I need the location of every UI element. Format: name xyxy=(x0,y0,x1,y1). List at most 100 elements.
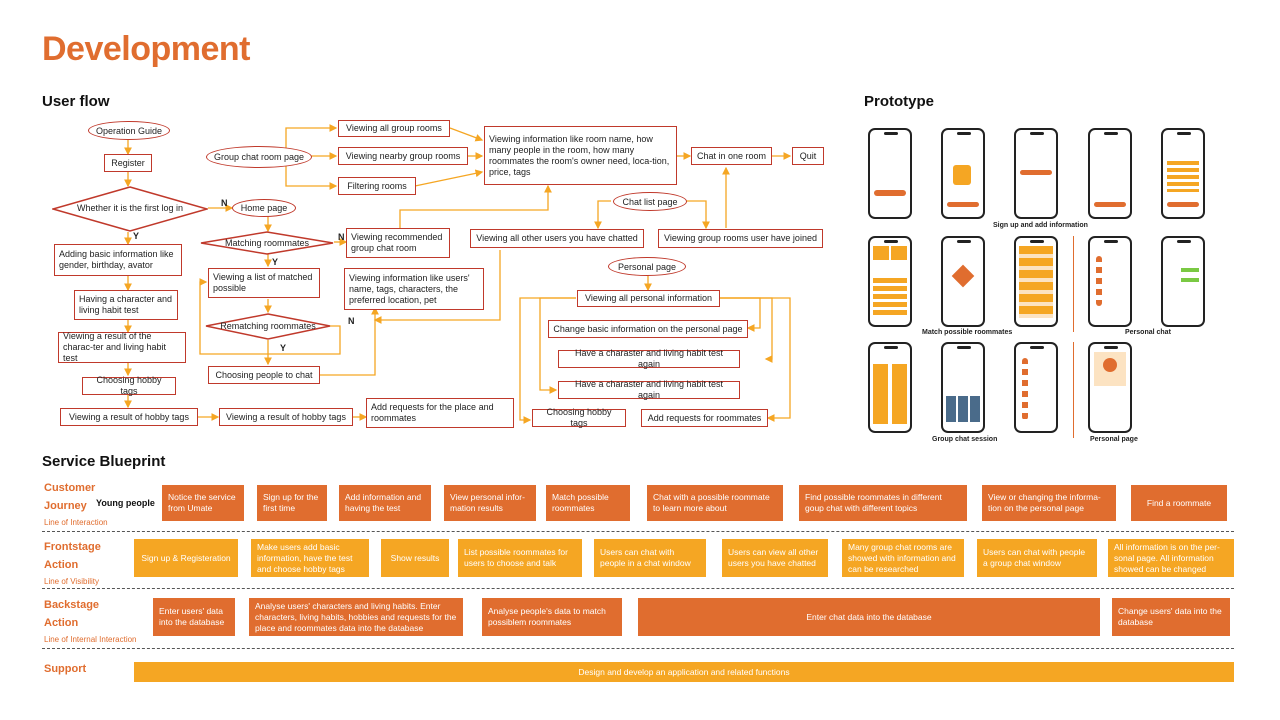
node-matching-roommates: Matching roommates xyxy=(224,238,310,248)
userflow-heading: User flow xyxy=(42,93,110,110)
prototype-heading: Prototype xyxy=(864,93,935,110)
divider xyxy=(1073,236,1074,332)
phone-screen xyxy=(868,236,912,327)
node-viewing-personal-info: Viewing all personal information xyxy=(577,290,720,307)
line-visibility xyxy=(42,588,1234,589)
line-of-interaction: Line of Interaction xyxy=(44,518,108,527)
phone-screen xyxy=(1014,342,1058,433)
label-n1: N xyxy=(221,198,228,208)
caption-signup: Sign up and add information xyxy=(993,222,1088,229)
phone-screen xyxy=(868,342,912,433)
caption-group-chat: Group chat session xyxy=(932,436,998,443)
node-first-login-diamond xyxy=(52,186,208,232)
caption-personal-page: Personal page xyxy=(1090,436,1138,443)
journey-step: Add information and having the test xyxy=(339,485,431,521)
frontstage-step: Users can chat with people in a chat win… xyxy=(594,539,706,577)
node-first-login: Whether it is the first log in xyxy=(76,203,184,213)
node-register: Register xyxy=(104,154,152,172)
phone-screen xyxy=(1161,236,1205,327)
row-label-backstage-1: Backstage xyxy=(44,599,100,611)
frontstage-step: Users can view all other users you have … xyxy=(722,539,828,577)
node-add-requests: Add requests for the place and roommates xyxy=(366,398,514,428)
phone-screen xyxy=(941,342,985,433)
node-viewing-hobby-result-2: Viewing a result of hobby tags xyxy=(219,408,353,426)
line-interaction xyxy=(42,531,1234,532)
caption-match: Match possible roommates xyxy=(922,329,1013,336)
node-user-info: Viewing information like users' name, ta… xyxy=(344,268,484,310)
node-matched-list: Viewing a list of matched possible xyxy=(208,268,320,298)
phone-screen xyxy=(868,128,912,219)
node-test-again-1: Have a charaster and living habit test a… xyxy=(558,348,740,369)
node-rematching-diamond xyxy=(205,313,331,340)
node-filtering-rooms: Filtering rooms xyxy=(338,177,416,195)
row-label-support: Support xyxy=(44,663,87,675)
node-change-basic-info: Change basic information on the personal… xyxy=(548,320,748,338)
frontstage-step: All information is on the per-sonal page… xyxy=(1108,539,1234,577)
line-of-internal-interaction: Line of Internal Interaction xyxy=(44,635,137,644)
journey-step: View or changing the informa-tion on the… xyxy=(982,485,1116,521)
row-label-backstage-2: Action xyxy=(44,617,79,629)
node-all-group-rooms: Viewing all group rooms xyxy=(338,120,450,137)
line-of-visibility: Line of Visibility xyxy=(44,577,99,586)
label-y1: Y xyxy=(133,231,140,241)
backstage-step: Analyse people's data to match possiblem… xyxy=(482,598,622,636)
phone-screen xyxy=(1161,128,1205,219)
node-choosing-people: Choosing people to chat xyxy=(208,366,320,384)
backstage-step: Change users' data into the database xyxy=(1112,598,1230,636)
node-group-chat-room-page: Group chat room page xyxy=(206,146,312,168)
node-basic-info: Adding basic information like gender, bi… xyxy=(54,244,182,276)
blueprint-heading: Service Blueprint xyxy=(42,453,166,470)
backstage-step: Enter chat data into the database xyxy=(638,598,1100,636)
journey-step: Find possible roommates in different gou… xyxy=(799,485,967,521)
node-test-again-2: Have a charaster and living habit test a… xyxy=(558,379,740,400)
phone-screen xyxy=(941,236,985,327)
frontstage-step: Show results xyxy=(381,539,449,577)
phone-screen xyxy=(1014,236,1058,327)
frontstage-step: Users can chat with people a group chat … xyxy=(977,539,1097,577)
backstage-step: Analyse users' characters and living hab… xyxy=(249,598,463,636)
node-viewing-joined-rooms: Viewing group rooms user have joined xyxy=(658,229,823,248)
page-title: Development xyxy=(42,30,251,68)
node-personal-page: Personal page xyxy=(608,257,686,276)
persona-label: Young people xyxy=(96,498,155,508)
node-chat-in-room: Chat in one room xyxy=(691,147,772,165)
phone-screen xyxy=(941,128,985,219)
support-bar: Design and develop an application and re… xyxy=(134,662,1234,682)
label-y2: Y xyxy=(272,257,279,267)
row-label-customer-1: Customer xyxy=(44,482,96,494)
node-choosing-hobby: Choosing hobby tags xyxy=(82,375,176,396)
node-viewing-hobby-result: Viewing a result of hobby tags xyxy=(60,408,198,426)
node-quit: Quit xyxy=(792,147,824,165)
journey-step: Chat with a possible roommate to learn m… xyxy=(647,485,783,521)
label-n2: N xyxy=(338,232,345,242)
phone-screen xyxy=(1088,342,1132,433)
row-label-frontstage-2: Action xyxy=(44,559,79,571)
node-recommended-rooms: Viewing recommended group chat room xyxy=(346,228,450,258)
node-matching-diamond xyxy=(200,231,334,255)
journey-step: Sign up for the first time xyxy=(257,485,327,521)
phone-screen xyxy=(1088,236,1132,327)
phone-screen xyxy=(1088,128,1132,219)
node-nearby-group-rooms: Viewing nearby group rooms xyxy=(338,147,468,165)
node-chat-list-page: Chat list page xyxy=(613,192,687,211)
frontstage-step: Make users add basic information, have t… xyxy=(251,539,369,577)
row-label-frontstage-1: Frontstage xyxy=(44,541,101,553)
label-n3: N xyxy=(348,316,355,326)
journey-step: Match possible roommates xyxy=(546,485,630,521)
backstage-step: Enter users' data into the database xyxy=(153,598,235,636)
node-rematching: Rematching roommates xyxy=(220,321,316,331)
frontstage-step: Many group chat rooms are showed with in… xyxy=(842,539,964,577)
phone-screen xyxy=(1014,128,1058,219)
node-viewing-all-users: Viewing all other users you have chatted xyxy=(470,229,644,248)
node-operation-guide: Operation Guide xyxy=(88,121,170,140)
frontstage-step: Sign up & Registeration xyxy=(134,539,238,577)
row-label-customer-2: Journey xyxy=(44,500,87,512)
journey-step: Find a roommate xyxy=(1131,485,1227,521)
caption-personal-chat: Personal chat xyxy=(1125,329,1171,336)
node-home-page: Home page xyxy=(232,199,296,217)
node-add-requests-roommates: Add requests for roommates xyxy=(641,409,768,427)
journey-step: View personal infor-mation results xyxy=(444,485,536,521)
node-character-test: Having a character and living habit test xyxy=(74,290,178,320)
node-choosing-hobby-2: Choosing hobby tags xyxy=(532,407,626,428)
